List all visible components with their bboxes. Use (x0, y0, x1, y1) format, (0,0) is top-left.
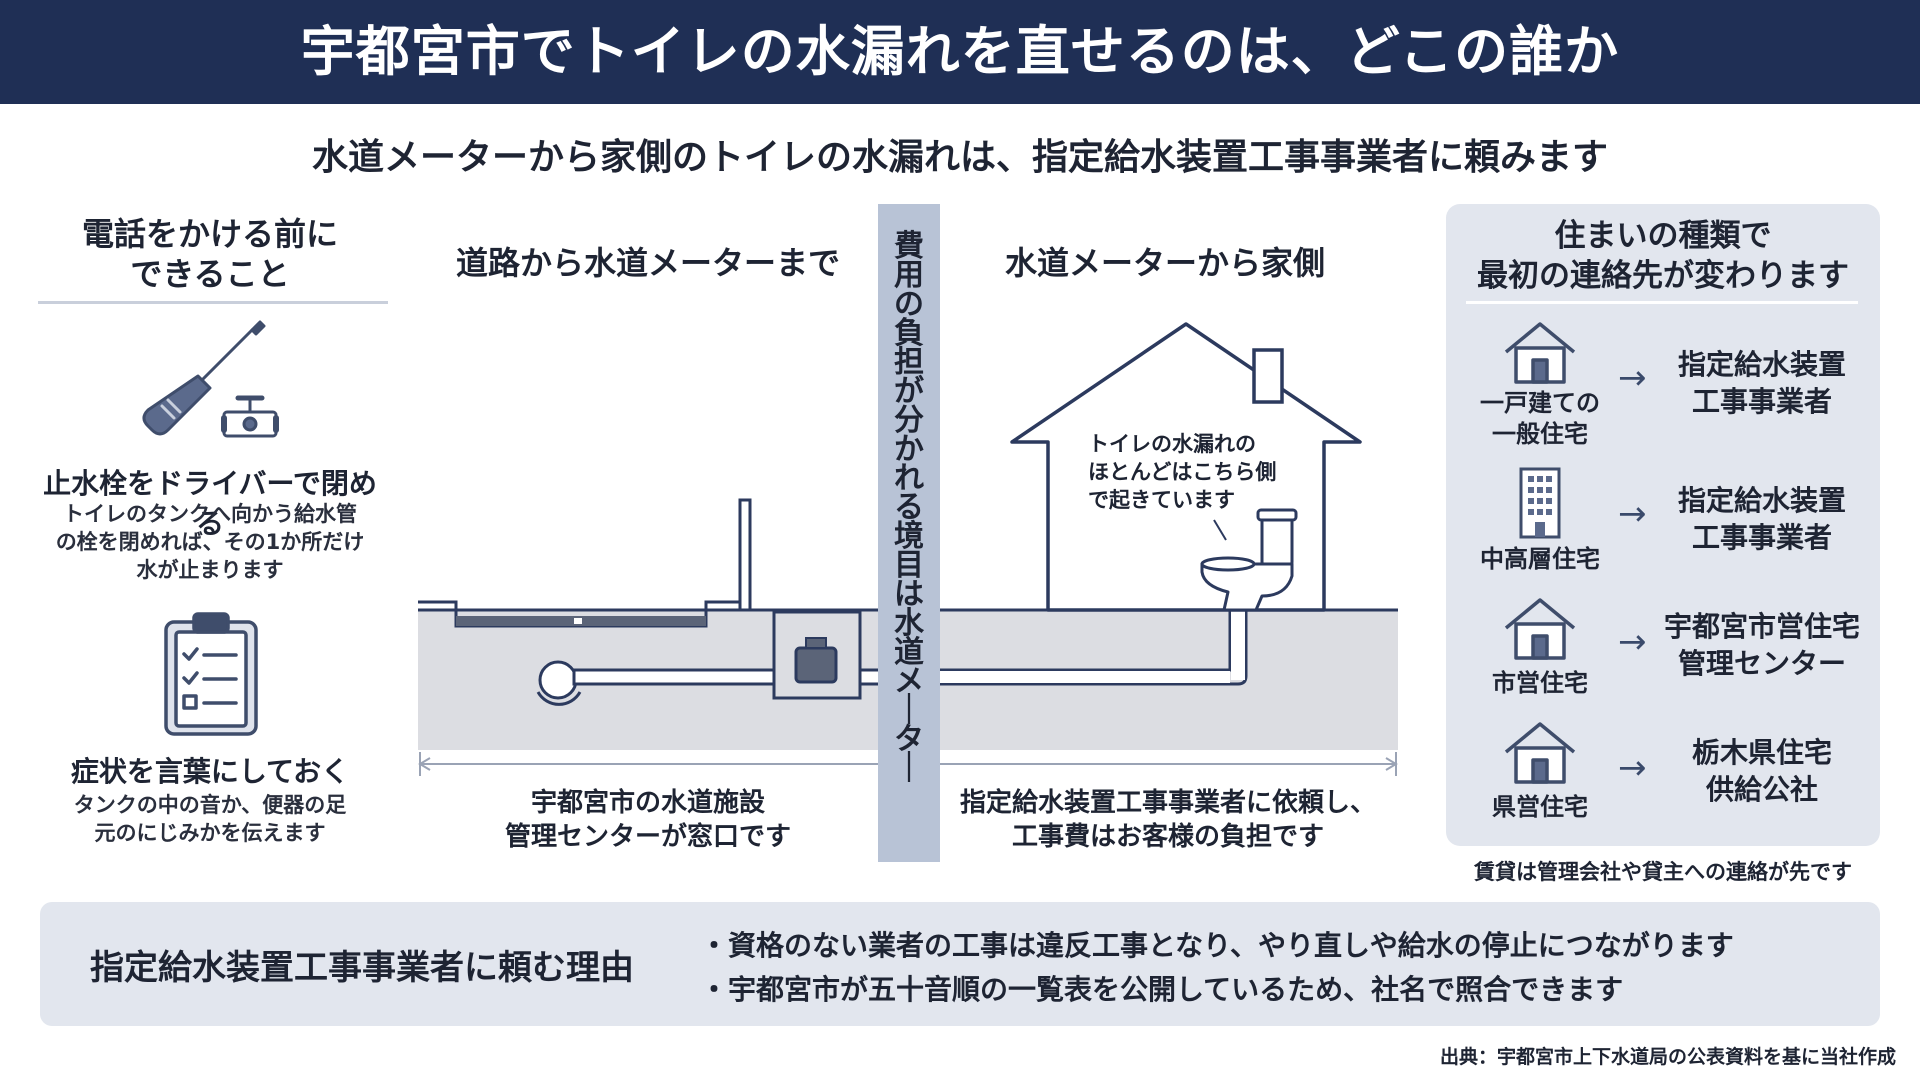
contact-destination: 指定給水装置 工事事業者 (1662, 346, 1862, 420)
screwdriver-valve-icon (142, 320, 279, 438)
panel-title-line: 住まいの種類で (1554, 218, 1772, 254)
building-icon (1519, 467, 1561, 539)
contact-destination: 栃木県住宅 供給公社 (1662, 734, 1862, 808)
desc-line: トイレのタンクへ向かう給水管 (63, 502, 357, 526)
reason-bullet: ・宇都宮市が五十音順の一覧表を公開しているため、社名で照合できます (700, 973, 1624, 1006)
item-description: タンクの中の音か、便器の足 元のにじみかを伝えます (30, 791, 390, 847)
desc-line: の栓を閉めれば、その1か所だけ (55, 530, 365, 554)
contact-destination: 指定給水装置 工事事業者 (1662, 482, 1862, 556)
house-icon (1504, 598, 1576, 660)
destination-line: 管理センター (1677, 647, 1846, 680)
desc-line: 水が止まります (136, 558, 284, 582)
destination-line: 供給公社 (1705, 773, 1818, 806)
page-title: 宇都宮市でトイレの水漏れを直せるのは、どこの誰か (0, 0, 1920, 104)
caption-line: 宇都宮市の水道施設 (530, 788, 765, 818)
residence-type-panel (1446, 204, 1880, 846)
panel-footnote: 賃貸は管理会社や貸主への連絡が先です (1474, 860, 1852, 884)
residence-label: 中高層住宅 (1480, 545, 1600, 573)
caption-line: 工事費はお客様の負担です (1011, 822, 1324, 852)
desc-line: タンクの中の音か、便器の足 (73, 793, 347, 817)
item-title: 止水栓をドライバーで閉める (43, 467, 377, 540)
destination-line: 指定給水装置 (1677, 348, 1846, 381)
left-title-line: できること (130, 255, 290, 293)
source-note: 出典：宇都宮市上下水道局の公表資料を基に当社作成 (1439, 1046, 1896, 1068)
clipboard-checklist-icon (164, 612, 258, 736)
item-description: トイレのタンクへ向かう給水管 の栓を閉めれば、その1か所だけ 水が止まります (30, 500, 390, 584)
chimney (1252, 348, 1284, 404)
destination-line: 工事事業者 (1691, 385, 1832, 418)
left-section-title: 電話をかける前に できること (30, 214, 390, 294)
left-caption: 宇都宮市の水道施設 管理センターが窓口です (418, 786, 878, 854)
reason-bullet: ・資格のない業者の工事は違反工事となり、やり直しや給水の停止につながります (700, 929, 1734, 962)
service-pipe (572, 668, 776, 686)
divider (1466, 301, 1858, 304)
item-title: 症状を言葉にしておく (70, 755, 350, 788)
residence-label: 県営住宅 (1492, 793, 1588, 821)
boundary-bar (878, 204, 940, 862)
water-main (538, 660, 578, 700)
water-meter (794, 646, 838, 684)
subtitle: 水道メーターから家側のトイレの水漏れは、指定給水装置工事事業者に頼みます (311, 137, 1608, 178)
boundary-label: 費用の負担が分かれる境目は水道メ｜タ｜ (894, 229, 924, 786)
right-caption: 指定給水装置工事事業者に依頼し、 工事費はお客様の負担です (940, 786, 1396, 854)
panel-title-line: 最初の連絡先が変わります (1477, 258, 1849, 294)
arrow-right-icon: → (1618, 358, 1647, 398)
residence-label-line: 一戸建ての (1480, 389, 1600, 417)
contact-destination: 宇都宮市営住宅 管理センター (1650, 608, 1874, 682)
destination-line: 工事事業者 (1691, 521, 1832, 554)
pointer-line (1213, 519, 1227, 541)
house-icon (1504, 722, 1576, 784)
residence-label-line: 一般住宅 (1492, 420, 1588, 448)
house-note-line: ほとんどはこちら側 (1088, 460, 1277, 484)
destination-line: 指定給水装置 (1677, 484, 1846, 517)
left-title-line: 電話をかける前に (81, 215, 338, 253)
right-column-heading: 水道メーターから家側 (1004, 244, 1325, 282)
destination-line: 宇都宮市営住宅 (1663, 610, 1860, 643)
desc-line: 元のにじみかを伝えます (94, 821, 326, 845)
house-note-line: トイレの水漏れの (1088, 432, 1256, 456)
reason-title: 指定給水装置工事事業者に頼む理由 (90, 948, 634, 988)
divider (38, 301, 388, 304)
residence-label: 市営住宅 (1492, 669, 1588, 697)
toilet-icon (1200, 508, 1298, 612)
left-column-heading: 道路から水道メーターまで (455, 244, 840, 282)
house-note-line: で起きています (1088, 488, 1235, 512)
panel-title: 住まいの種類で 最初の連絡先が変わります (1446, 216, 1880, 296)
caption-line: 管理センターが窓口です (504, 822, 791, 852)
house-note: トイレの水漏れの ほとんどはこちら側 で起きています (1088, 430, 1308, 514)
arrow-right-icon: → (1618, 748, 1647, 788)
fence-post (738, 498, 752, 612)
arrow-right-icon: → (1618, 622, 1647, 662)
residence-label: 一戸建ての 一般住宅 (1466, 388, 1614, 450)
destination-line: 栃木県住宅 (1691, 736, 1832, 769)
caption-line: 指定給水装置工事事業者に依頼し、 (959, 788, 1376, 818)
house-icon (1504, 322, 1576, 384)
arrow-right-icon: → (1618, 494, 1647, 534)
reason-band (40, 902, 1880, 1026)
